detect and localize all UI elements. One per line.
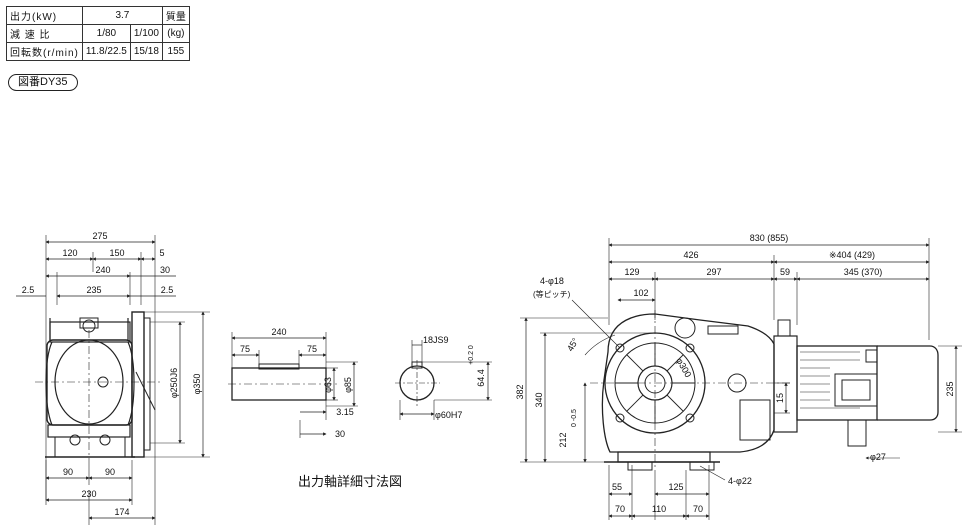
dim-shaft-30: 30: [335, 429, 345, 439]
dim-2-5-left: 2.5: [22, 285, 35, 295]
dim-90-right: 90: [105, 467, 115, 477]
dim-key-18js9: 18JS9: [423, 335, 449, 345]
label-d27: φ27: [870, 452, 886, 462]
mass-value: 155: [161, 42, 190, 61]
front-view: [520, 238, 962, 520]
dim-297: 297: [706, 267, 721, 277]
dim-shaft-d85: φ85: [343, 377, 353, 393]
dim-90-left: 90: [63, 467, 73, 477]
dim-426: 426: [683, 250, 698, 260]
dim-250j6: φ250J6: [169, 368, 179, 398]
dim-212: 212: [558, 432, 568, 447]
dim-350: φ350: [192, 374, 202, 395]
shaft-detail-labels: 240 75 75 φ63 φ85 3.15 30: [240, 327, 354, 439]
dim-404: ※404 (429): [829, 250, 875, 260]
dim-110: 110: [652, 504, 666, 514]
speed-label: 回転数(r/min): [6, 42, 83, 61]
dim-2-5-right: 2.5: [161, 285, 174, 295]
speed-2: 15/18: [129, 42, 163, 61]
dim-bore-60h7: φ60H7: [435, 410, 462, 420]
dim-shaft-3-15: 3.15: [336, 407, 354, 417]
dim-shaft-75-right: 75: [307, 344, 317, 354]
dim-382: 382: [515, 384, 525, 399]
dim-345: 345 (370): [844, 267, 883, 277]
dim-129: 129: [624, 267, 639, 277]
label-equal-pitch: (等ピッチ): [533, 289, 571, 299]
label-45-deg: 45°: [565, 336, 581, 353]
dim-235: 235: [945, 381, 955, 396]
dim-340: 340: [534, 392, 544, 407]
dim-55: 55: [612, 482, 622, 492]
dim-depth-64-4: 64.4: [476, 369, 486, 387]
dim-125: 125: [668, 482, 683, 492]
dim-70-right: 70: [693, 504, 703, 514]
side-view: [16, 235, 210, 525]
label-pcd-300: φ300: [674, 356, 693, 379]
dim-15: 15: [775, 393, 785, 403]
dim-depth-tol: +0.2 0: [468, 345, 475, 365]
side-view-labels: 275 120 150 5 240 30 2.5 235 2.5 φ250J6 …: [22, 231, 202, 517]
drawing-number-badge: 図番DY35: [8, 74, 78, 91]
dim-120: 120: [62, 248, 77, 258]
dim-275: 275: [92, 231, 107, 241]
dim-shaft-75-left: 75: [240, 344, 250, 354]
shaft-section: [395, 340, 492, 420]
dim-102: 102: [633, 288, 648, 298]
mass-unit: (kg): [161, 24, 190, 43]
label-holes-4-18: 4-φ18: [540, 276, 564, 286]
dim-70-left: 70: [615, 504, 625, 514]
dim-30: 30: [160, 265, 170, 275]
shaft-detail-caption: 出力軸詳細寸法図: [298, 474, 402, 489]
label-holes-4-22: 4-φ22: [728, 476, 752, 486]
dim-212-tol: 0 -0.5: [571, 409, 578, 427]
shaft-section-labels: 18JS9 64.4 +0.2 0 φ60H7: [423, 335, 486, 420]
dim-230: 230: [81, 489, 96, 499]
dim-shaft-240: 240: [271, 327, 286, 337]
dim-240: 240: [95, 265, 110, 275]
dim-5: 5: [159, 248, 164, 258]
shaft-detail: [228, 332, 358, 438]
dim-59: 59: [780, 267, 790, 277]
spec-table: 出力(kW) 3.7 質量 減 速 比 1/80 1/100 (kg) 回転数(…: [6, 6, 190, 61]
dim-830: 830 (855): [750, 233, 789, 243]
dim-235: 235: [86, 285, 101, 295]
dim-150: 150: [109, 248, 124, 258]
front-view-labels: 830 (855) 426 ※404 (429) 129 297 59 345 …: [515, 233, 955, 514]
dim-shaft-d63: φ63: [323, 377, 333, 393]
dim-174: 174: [114, 507, 129, 517]
